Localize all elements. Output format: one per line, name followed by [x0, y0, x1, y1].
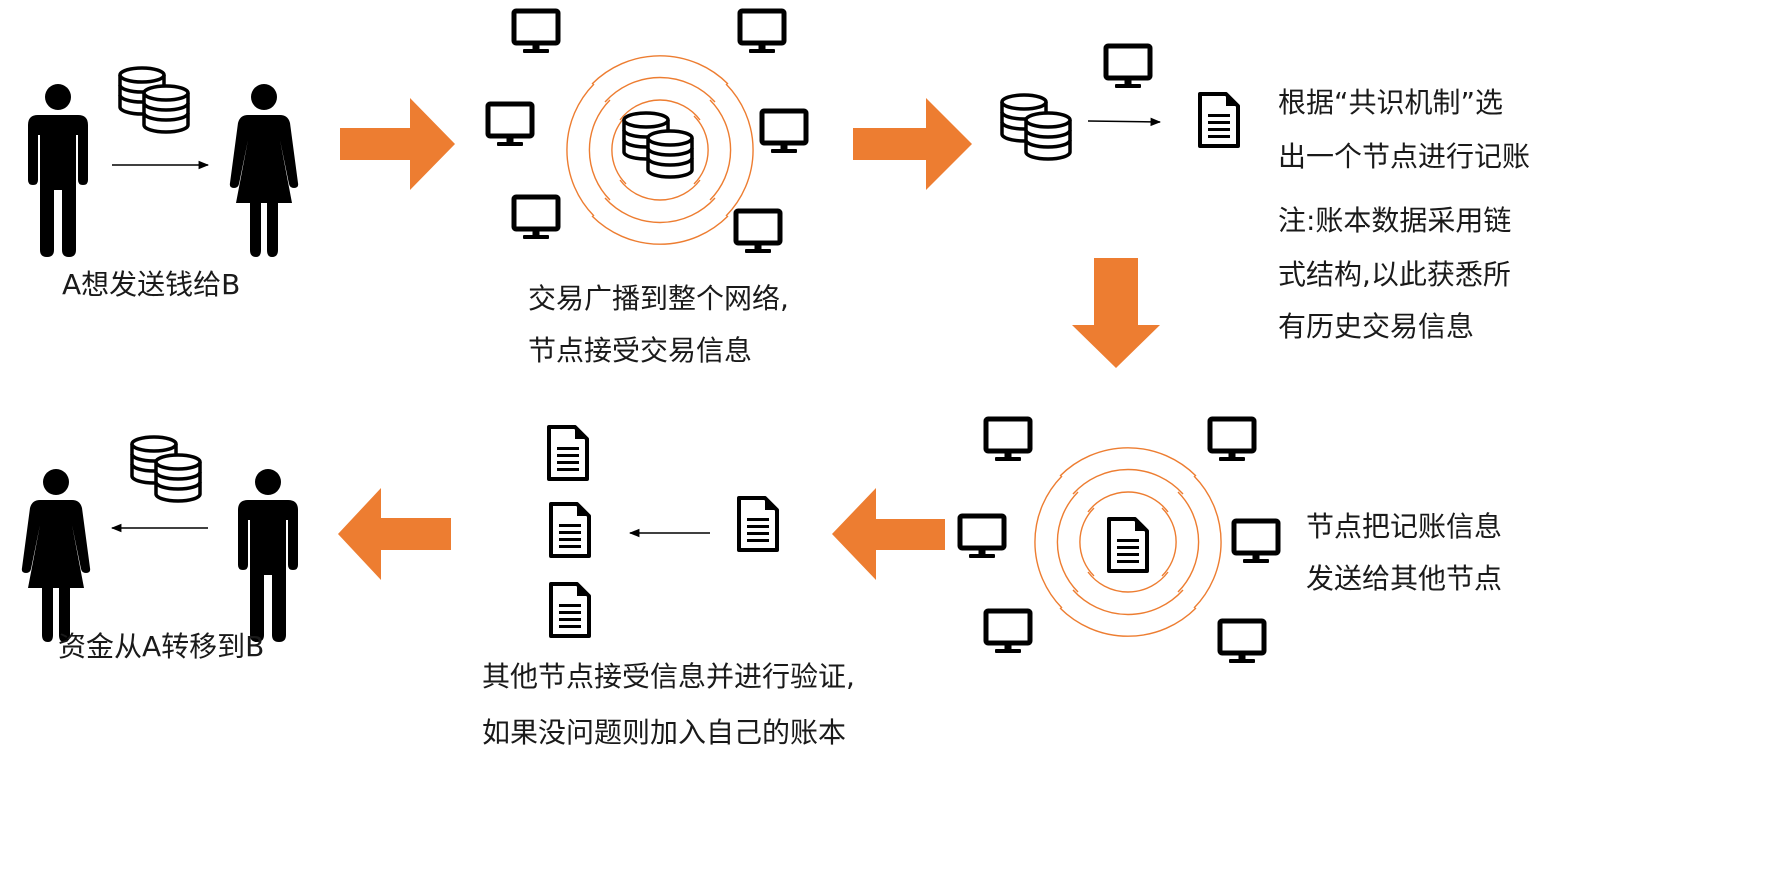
monitor-icon	[514, 197, 558, 239]
step6-caption: 资金从A转移到B	[58, 630, 265, 663]
step5-group	[547, 425, 779, 638]
person-b-icon	[229, 84, 299, 257]
flow-arrow-down	[1072, 258, 1160, 368]
monitor-icon	[514, 11, 558, 53]
monitor-icon	[986, 419, 1030, 461]
step3-caption-line1: 根据“共识机制”选	[1278, 86, 1504, 119]
step5-caption-line2: 如果没问题则加入自己的账本	[482, 716, 847, 749]
step3-group	[1002, 46, 1240, 159]
document-icon	[547, 425, 589, 481]
coins-icon	[132, 437, 200, 501]
record-arrow	[1087, 117, 1162, 127]
step4-caption-line2: 发送给其他节点	[1306, 562, 1503, 595]
step3-note-line1: 注:账本数据采用链	[1278, 204, 1512, 237]
coins-icon	[1002, 95, 1070, 159]
monitor-icon	[1220, 621, 1264, 663]
step2-group	[488, 11, 806, 253]
monitor-icon	[740, 11, 784, 53]
document-icon	[549, 502, 591, 558]
step1-group	[28, 68, 299, 257]
step2-caption-line2: 节点接受交易信息	[528, 334, 753, 367]
monitor-icon	[736, 211, 780, 253]
flow-arrow-right-1	[340, 98, 455, 190]
monitor-icon	[1106, 46, 1150, 88]
step4-group	[960, 419, 1278, 663]
step5-caption-line1: 其他节点接受信息并进行验证,	[482, 660, 855, 693]
monitor-icon	[762, 111, 806, 153]
step3-note-line2: 式结构,以此获悉所	[1278, 258, 1511, 291]
person-a-icon	[238, 469, 298, 642]
monitor-icon	[1234, 521, 1278, 563]
document-icon	[1107, 517, 1149, 573]
document-icon	[549, 582, 591, 638]
step3-caption-line2: 出一个节点进行记账	[1278, 140, 1531, 173]
step6-group	[21, 437, 298, 642]
step4-caption-line1: 节点把记账信息	[1306, 510, 1503, 543]
monitor-icon	[986, 611, 1030, 653]
flow-arrow-left-2	[338, 488, 451, 580]
flow-arrow-right-2	[853, 98, 972, 190]
document-icon	[737, 496, 779, 552]
monitor-icon	[1210, 419, 1254, 461]
step1-caption: A想发送钱给B	[62, 268, 241, 301]
step2-caption-line1: 交易广播到整个网络,	[528, 282, 789, 315]
coins-icon	[120, 68, 188, 132]
document-icon	[1198, 92, 1240, 148]
person-a-icon	[28, 84, 88, 257]
monitor-icon	[488, 104, 532, 146]
monitor-icon	[960, 516, 1004, 558]
step3-note-line3: 有历史交易信息	[1278, 310, 1475, 343]
flow-arrow-left-1	[832, 488, 945, 580]
coins-icon	[624, 113, 692, 177]
person-b-icon	[21, 469, 91, 642]
